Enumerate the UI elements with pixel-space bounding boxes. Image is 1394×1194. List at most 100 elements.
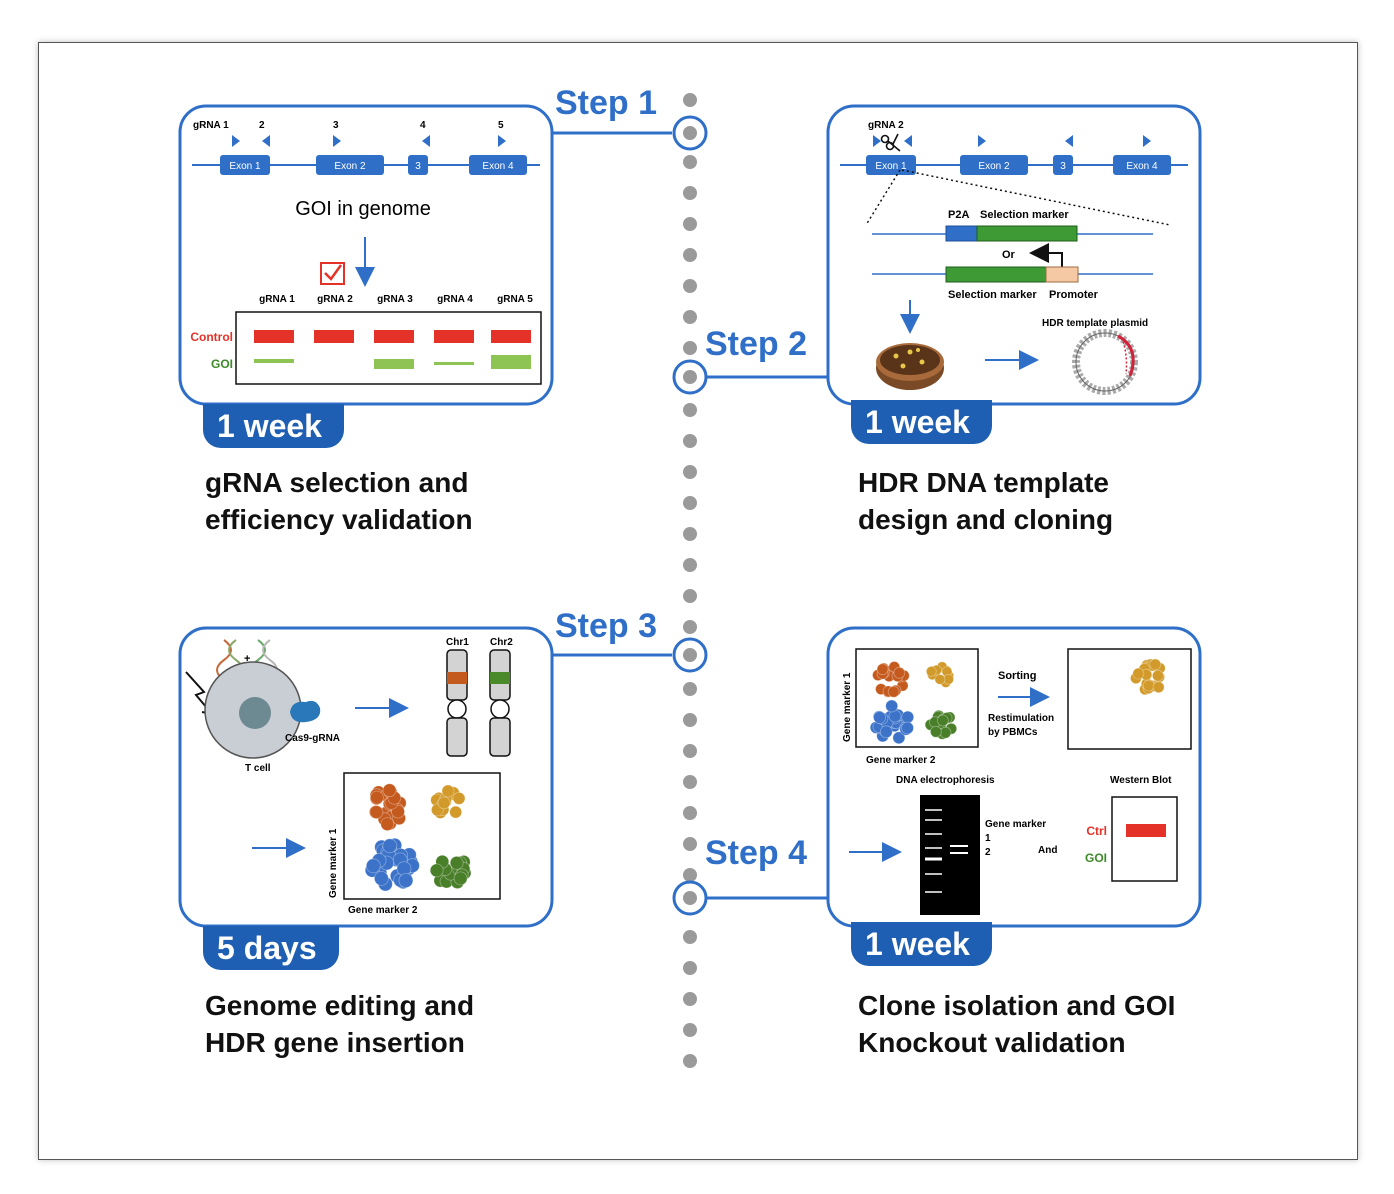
petri-dish-icon: [876, 343, 944, 390]
timeline-dot: [683, 620, 697, 634]
p1-grna-label-1: gRNA 1: [193, 120, 229, 131]
p1-exon1: [220, 155, 270, 175]
timeline-dot: [683, 341, 697, 355]
chromosome-1-icon: [446, 649, 468, 757]
panel3-content: + T cell Cas9-gRNA Chr1 Chr2 Gene marker…: [185, 637, 513, 916]
p1-blot-box: [235, 311, 542, 385]
p3-ylabel: Gene marker 1: [328, 828, 339, 898]
p1-grna-label-5: 5: [498, 120, 504, 131]
p4-goi: GOI: [1085, 851, 1107, 865]
p1-col-1: gRNA 1: [259, 294, 295, 305]
step1-title-line1: gRNA selection and: [205, 467, 469, 498]
timeline-dot: [683, 930, 697, 944]
scissors-icon: [880, 133, 901, 152]
p3-xlabel: Gene marker 2: [348, 905, 418, 916]
grna-arrow-right-icon: [978, 135, 986, 147]
timeline-dot: [683, 527, 697, 541]
step1-node-dot: [683, 126, 697, 140]
timeline-dot: [683, 465, 697, 479]
grna-arrow-right-icon: [873, 135, 881, 147]
checkmark-icon: [324, 264, 343, 281]
p1-band-control-4: [434, 330, 474, 343]
step3-title: Genome editing and HDR gene insertion: [205, 987, 474, 1061]
step2-title-line1: HDR DNA template: [858, 467, 1109, 498]
p2-selection-marker-bottom: Selection marker: [948, 289, 1037, 301]
timeline-dot: [683, 837, 697, 851]
timeline-dot: [683, 682, 697, 696]
selection-marker-block: [976, 225, 1078, 242]
p1-band-control-1: [254, 330, 294, 343]
p4-gm: Gene marker: [985, 819, 1046, 830]
panel2-content: gRNA 2 Exon 1 Exon 2 3 Exon 4 P2A Select…: [840, 120, 1188, 395]
timeline-dot: [683, 775, 697, 789]
step4-title: Clone isolation and GOI Knockout validat…: [858, 987, 1175, 1061]
step2-node-dot: [683, 370, 697, 384]
p1-row-control: Control: [190, 330, 233, 344]
nucleus-icon: [239, 697, 271, 729]
p2-promoter: Promoter: [1049, 289, 1099, 301]
western-blot-box: [1111, 796, 1178, 882]
p3-cas9-label: Cas9-gRNA: [285, 733, 340, 744]
step4-duration-badge: 1 week: [851, 922, 992, 966]
step1-duration-badge: 1 week: [203, 404, 344, 448]
step3-duration-badge: 5 days: [203, 926, 339, 970]
p1-col-4: gRNA 4: [437, 294, 473, 305]
step2-title: HDR DNA template design and cloning: [858, 464, 1113, 538]
promoter-block: [1045, 266, 1079, 283]
timeline-dots: [683, 93, 697, 1068]
grna-arrow-right-icon: [232, 135, 240, 147]
promoter-arrow-icon: [1029, 243, 1063, 272]
p4-gm2: 2: [985, 847, 991, 858]
timeline-dot: [683, 558, 697, 572]
timeline-dot: [683, 155, 697, 169]
p1-exon2: [316, 155, 384, 175]
step4-title-line2: Knockout validation: [858, 1027, 1126, 1058]
zoom-line-left: [865, 169, 901, 226]
p1-exon4: [469, 155, 527, 175]
p1-exon3: [408, 155, 428, 175]
grna-arrow-left-icon: [262, 135, 270, 147]
p2-exon1-label: Exon 1: [875, 161, 907, 172]
cas9-icon: [290, 700, 321, 723]
p1-band-control-2: [314, 330, 354, 343]
timeline-dot: [683, 496, 697, 510]
p2-exon2-label: Exon 2: [978, 161, 1010, 172]
p1-exon4-label: Exon 4: [482, 161, 514, 172]
timeline-dot: [683, 961, 697, 975]
cell-cluster-orange: [368, 783, 407, 831]
timeline-dot: [683, 589, 697, 603]
p2-selection-marker-top: Selection marker: [980, 209, 1069, 221]
p1-exon3-label: 3: [415, 161, 421, 172]
p4-clusters: [869, 661, 958, 745]
p2-exon4-label: Exon 4: [1126, 161, 1158, 172]
cell-cluster-blue: [364, 837, 420, 892]
step3-node-dot: [683, 648, 697, 662]
grna-arrow-left-icon: [422, 135, 430, 147]
p3-clusters: [364, 783, 472, 892]
step2-title-line2: design and cloning: [858, 504, 1114, 535]
step4-label: Step 4: [705, 834, 808, 872]
timeline-dot: [683, 992, 697, 1006]
p4-restim2: by PBMCs: [988, 727, 1038, 738]
p2-exon2: [960, 155, 1028, 175]
p1-col-5: gRNA 5: [497, 294, 533, 305]
grna-arrow-left-icon: [904, 135, 912, 147]
cell-cluster-gold: [430, 784, 466, 819]
p1-exon1-label: Exon 1: [229, 161, 261, 172]
western-ctrl-band: [1126, 824, 1166, 837]
timeline-dot: [683, 403, 697, 417]
p2-exon3: [1053, 155, 1073, 175]
zoom-line-right: [901, 169, 1171, 226]
p4-xlabel: Gene marker 2: [866, 755, 936, 766]
timeline-dot: [683, 248, 697, 262]
panel-step2: [826, 104, 1202, 406]
step4-title-line1: Clone isolation and GOI: [858, 990, 1176, 1021]
p2-p2a-label: P2A: [948, 209, 969, 221]
gel-image: [920, 795, 980, 915]
panel1-content: gRNA 1 2 3 4 5 Exon 1 Exon 2 3 Exon 4 GO…: [190, 120, 542, 385]
p1-row-goi: GOI: [211, 357, 233, 371]
p1-col-3: gRNA 3: [377, 294, 413, 305]
cell-cluster-green: [924, 709, 958, 740]
timeline-dot: [683, 310, 697, 324]
